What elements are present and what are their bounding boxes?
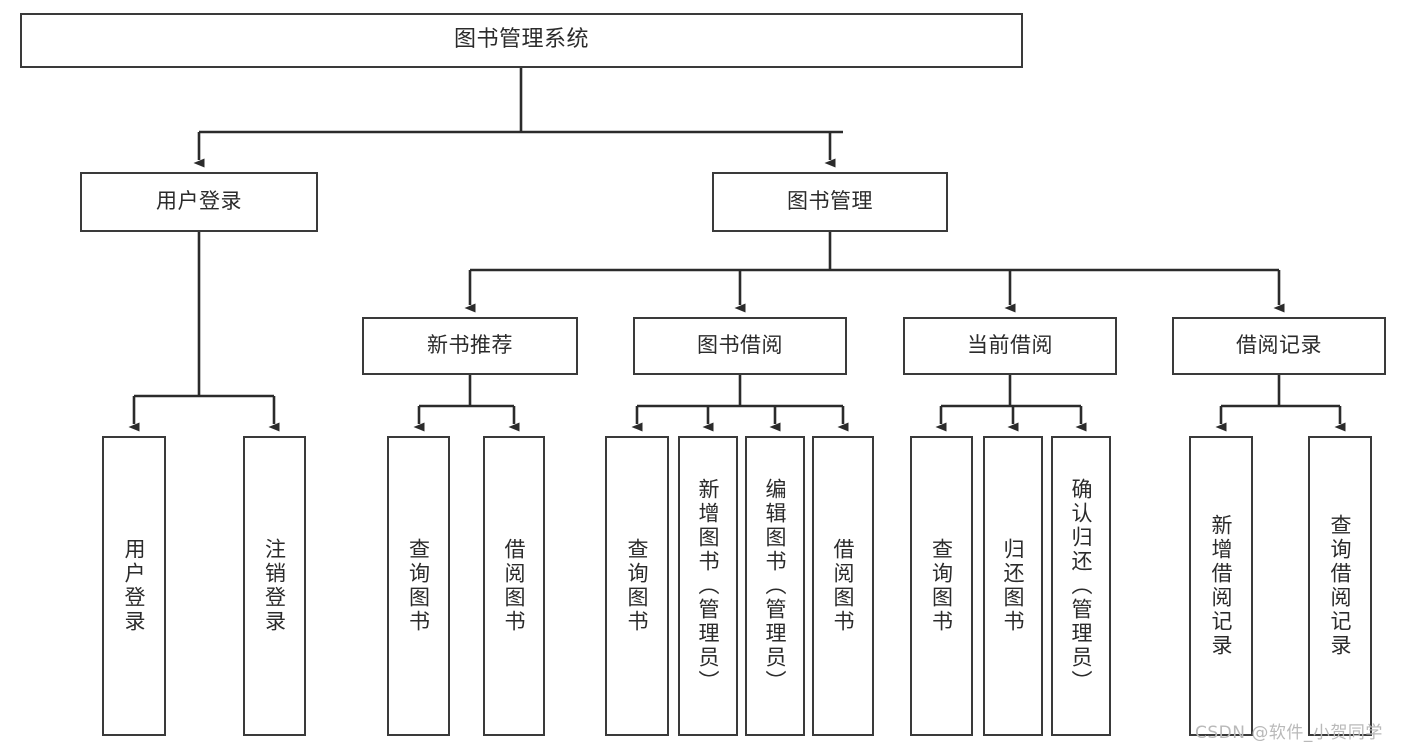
node-label: 借阅图书 — [502, 538, 527, 634]
leaf-cb-confirm-return-admin: 确认归还（管理员） — [1051, 436, 1111, 736]
leaf-cb-query-book: 查询图书 — [910, 436, 973, 736]
leaf-bb-edit-book-admin: 编辑图书（管理员） — [745, 436, 805, 736]
node-level3-new-book-recommend: 新书推荐 — [362, 317, 578, 375]
node-label: 归还图书 — [1001, 538, 1026, 634]
node-label: 用户登录 — [156, 189, 242, 214]
leaf-logout: 注销登录 — [243, 436, 306, 736]
leaf-nbr-borrow-book: 借阅图书 — [483, 436, 545, 736]
leaf-br-query-record: 查询借阅记录 — [1308, 436, 1372, 736]
csdn-watermark: CSDN @软件_小贺同学 — [1195, 723, 1383, 743]
node-label: 图书管理 — [787, 189, 873, 214]
node-label: 新增借阅记录 — [1209, 514, 1234, 658]
leaf-bb-add-book-admin: 新增图书（管理员） — [678, 436, 738, 736]
node-label: 图书借阅 — [697, 333, 783, 358]
node-label: 新增图书（管理员） — [696, 478, 721, 694]
leaf-bb-borrow-book: 借阅图书 — [812, 436, 874, 736]
node-label: 查询图书 — [929, 538, 954, 634]
node-level3-current-borrow: 当前借阅 — [903, 317, 1117, 375]
node-root-label: 图书管理系统 — [453, 27, 589, 53]
node-label: 用户登录 — [122, 538, 147, 634]
node-label: 编辑图书（管理员） — [763, 478, 788, 694]
node-level3-borrow-record: 借阅记录 — [1172, 317, 1386, 375]
leaf-nbr-query-book: 查询图书 — [387, 436, 450, 736]
node-label: 借阅记录 — [1236, 333, 1322, 358]
node-label: 查询借阅记录 — [1328, 514, 1353, 658]
node-label: 注销登录 — [262, 538, 287, 634]
node-level2-book-management: 图书管理 — [712, 172, 948, 232]
node-label: 确认归还（管理员） — [1069, 478, 1094, 694]
leaf-bb-query-book: 查询图书 — [605, 436, 669, 736]
node-label: 新书推荐 — [427, 333, 513, 358]
leaf-user-login: 用户登录 — [102, 436, 166, 736]
leaf-cb-return-book: 归还图书 — [983, 436, 1043, 736]
node-label: 查询图书 — [406, 538, 431, 634]
node-root: 图书管理系统 — [20, 13, 1023, 68]
node-label: 当前借阅 — [967, 333, 1053, 358]
node-label: 查询图书 — [625, 538, 650, 634]
node-level2-user-login: 用户登录 — [80, 172, 318, 232]
node-label: 借阅图书 — [831, 538, 856, 634]
node-level3-book-borrow: 图书借阅 — [633, 317, 847, 375]
leaf-br-add-record: 新增借阅记录 — [1189, 436, 1253, 736]
